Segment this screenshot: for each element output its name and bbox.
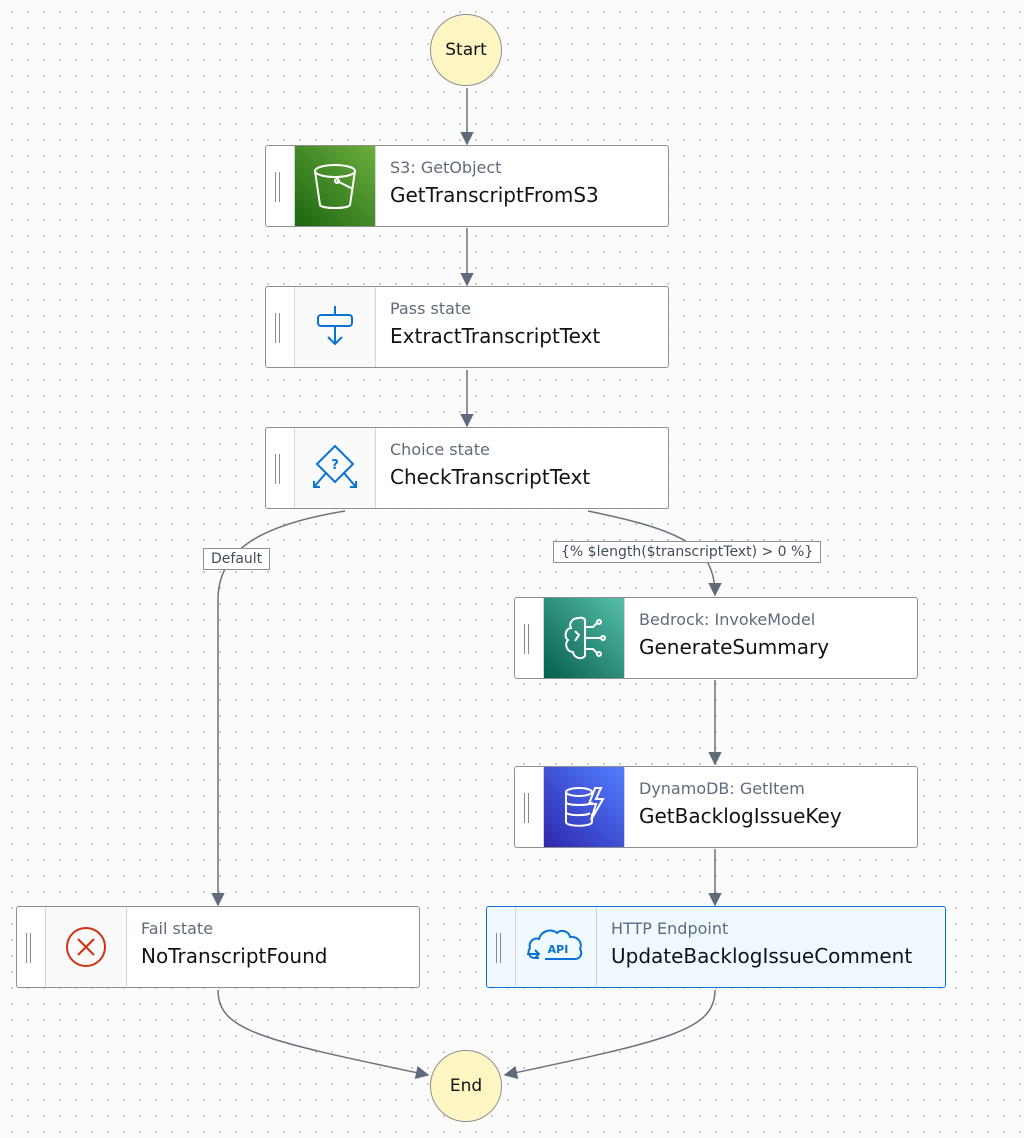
drag-handle[interactable] [266,428,295,508]
state-generate-summary[interactable]: Bedrock: InvokeModel GenerateSummary [514,597,918,679]
state-name: GetTranscriptFromS3 [390,183,599,207]
state-name: ExtractTranscriptText [390,324,601,348]
edge-label-condition: {% $length($transcriptText) > 0 %} [553,541,822,563]
state-type: Choice state [390,440,490,459]
edge-label-default: Default [203,548,271,570]
api-icon: API [516,907,597,987]
svg-text:API: API [548,943,569,956]
state-type: Pass state [390,299,472,318]
state-name: GetBacklogIssueKey [639,804,842,828]
state-type: DynamoDB: GetItem [639,779,805,798]
fail-state-icon [46,907,127,987]
state-name: CheckTranscriptText [390,465,591,489]
edge-fail-to-end [217,989,430,1080]
state-check-transcript-text[interactable]: ? Choice state CheckTranscriptText [265,427,669,509]
drag-handle[interactable] [515,767,544,847]
drag-handle[interactable] [266,287,295,367]
svg-text:?: ? [331,458,339,473]
state-name: UpdateBacklogIssueComment [611,944,913,968]
state-get-backlog-issue-key[interactable]: DynamoDB: GetItem GetBacklogIssueKey [514,766,918,848]
state-type: Bedrock: InvokeModel [639,610,816,629]
end-label: End [449,1076,483,1096]
drag-handle[interactable] [515,598,544,678]
state-type: S3: GetObject [390,158,502,177]
state-type: Fail state [141,919,214,938]
state-update-backlog-issue-comment[interactable]: API HTTP Endpoint UpdateBacklogIssueComm… [486,906,946,988]
state-type: HTTP Endpoint [611,919,729,938]
drag-handle[interactable] [487,907,516,987]
drag-handle[interactable] [266,146,295,226]
state-name: GenerateSummary [639,635,830,659]
s3-bucket-icon [295,146,376,226]
start-node[interactable]: Start [430,14,502,86]
choice-state-icon: ? [295,428,376,508]
edge-update-to-end [503,989,716,1080]
drag-handle[interactable] [17,907,46,987]
dynamodb-icon [544,767,625,847]
state-name: NoTranscriptFound [141,944,328,968]
edge-check-to-fail [211,510,346,907]
bedrock-icon [544,598,625,678]
pass-state-icon [295,287,376,367]
start-label: Start [445,40,487,60]
state-extract-transcript-text[interactable]: Pass state ExtractTranscriptText [265,286,669,368]
state-no-transcript-found[interactable]: Fail state NoTranscriptFound [16,906,420,988]
state-get-transcript-from-s3[interactable]: S3: GetObject GetTranscriptFromS3 [265,145,669,227]
end-node[interactable]: End [430,1050,502,1122]
